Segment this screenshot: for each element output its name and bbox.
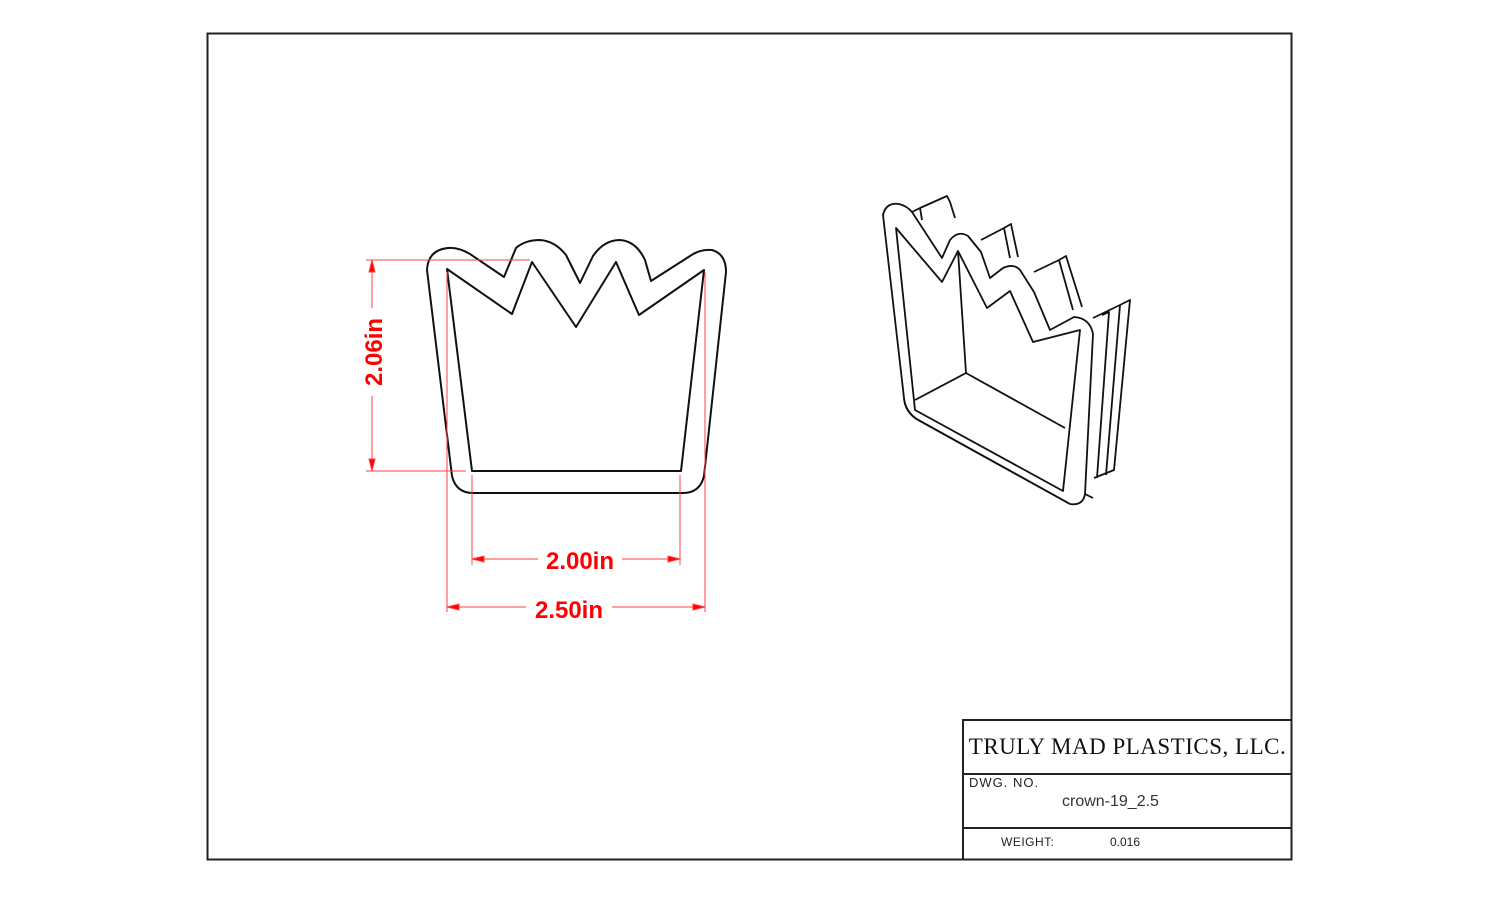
- title-block: TRULY MAD PLASTICS, LLC. DWG. NO. crown-…: [962, 719, 1291, 859]
- front-view: [426, 239, 727, 494]
- dimension-height-label: 2.06in: [361, 318, 388, 386]
- dimension-outer-width-label: 2.50in: [535, 597, 603, 624]
- isometric-view: [882, 195, 1131, 506]
- dimension-inner-width-label: 2.00in: [546, 548, 614, 575]
- drawing-number-cell: DWG. NO. crown-19_2.5: [964, 773, 1291, 829]
- company-name: TRULY MAD PLASTICS, LLC.: [964, 721, 1291, 775]
- weight-cell: WEIGHT: 0.016: [964, 827, 1291, 859]
- drawing-number-label: DWG. NO.: [969, 775, 1040, 790]
- drawing-frame: [206, 32, 1293, 861]
- weight-value: 0.016: [1110, 835, 1141, 849]
- drawing-number-value: crown-19_2.5: [1062, 793, 1159, 810]
- dimension-lines: [366, 259, 706, 612]
- weight-label: WEIGHT:: [1001, 835, 1055, 849]
